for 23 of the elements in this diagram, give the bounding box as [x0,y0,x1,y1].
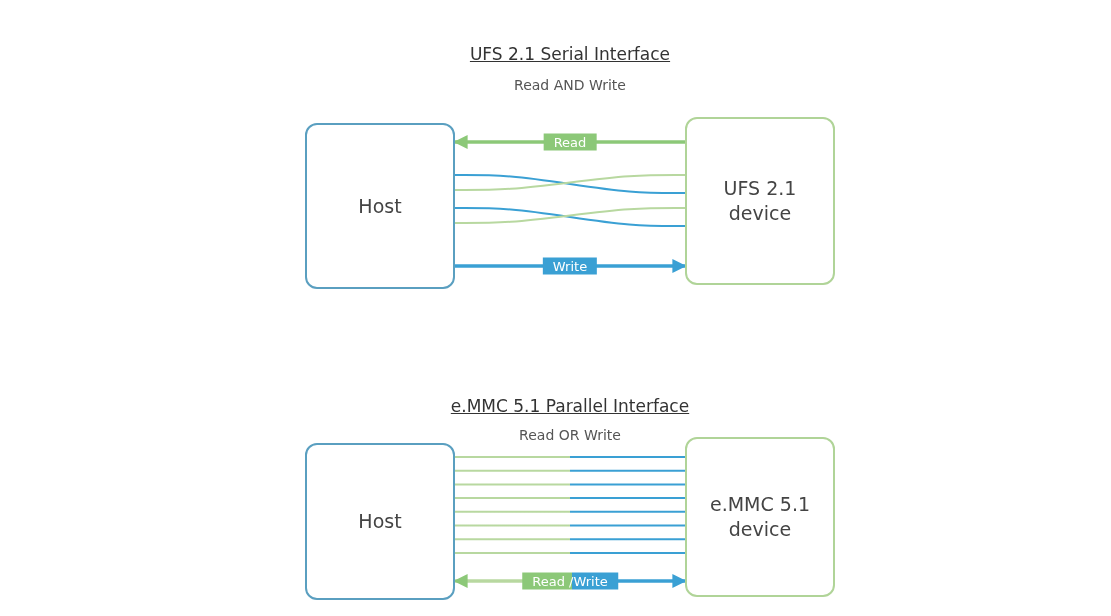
section-heading: UFS 2.1 Serial Interface [469,44,671,64]
node-label: Host [357,193,403,219]
signal-line [454,538,686,541]
signal-line [454,510,686,513]
subheading: Read OR Write [519,427,621,443]
node-label: UFS 2.1 device [722,176,798,226]
node-label: Host [357,509,403,534]
signal-line [454,456,686,458]
device-box [685,117,835,285]
node-label: e.MMC 5.1 device [708,492,811,542]
signal-line [454,483,686,486]
section-heading: e.MMC 5.1 Parallel Interface [450,396,690,416]
signal-line [454,524,686,527]
device-box [305,123,455,289]
edge-label: Read /Write [522,572,618,590]
device-box [685,437,835,597]
device-box [305,443,455,600]
subheading: Read AND Write [514,77,626,93]
signal-line [454,469,686,472]
edge-label: Read [543,133,597,151]
signal-line [454,497,686,500]
signal-line [454,551,686,554]
edge-label: Write [542,257,598,275]
